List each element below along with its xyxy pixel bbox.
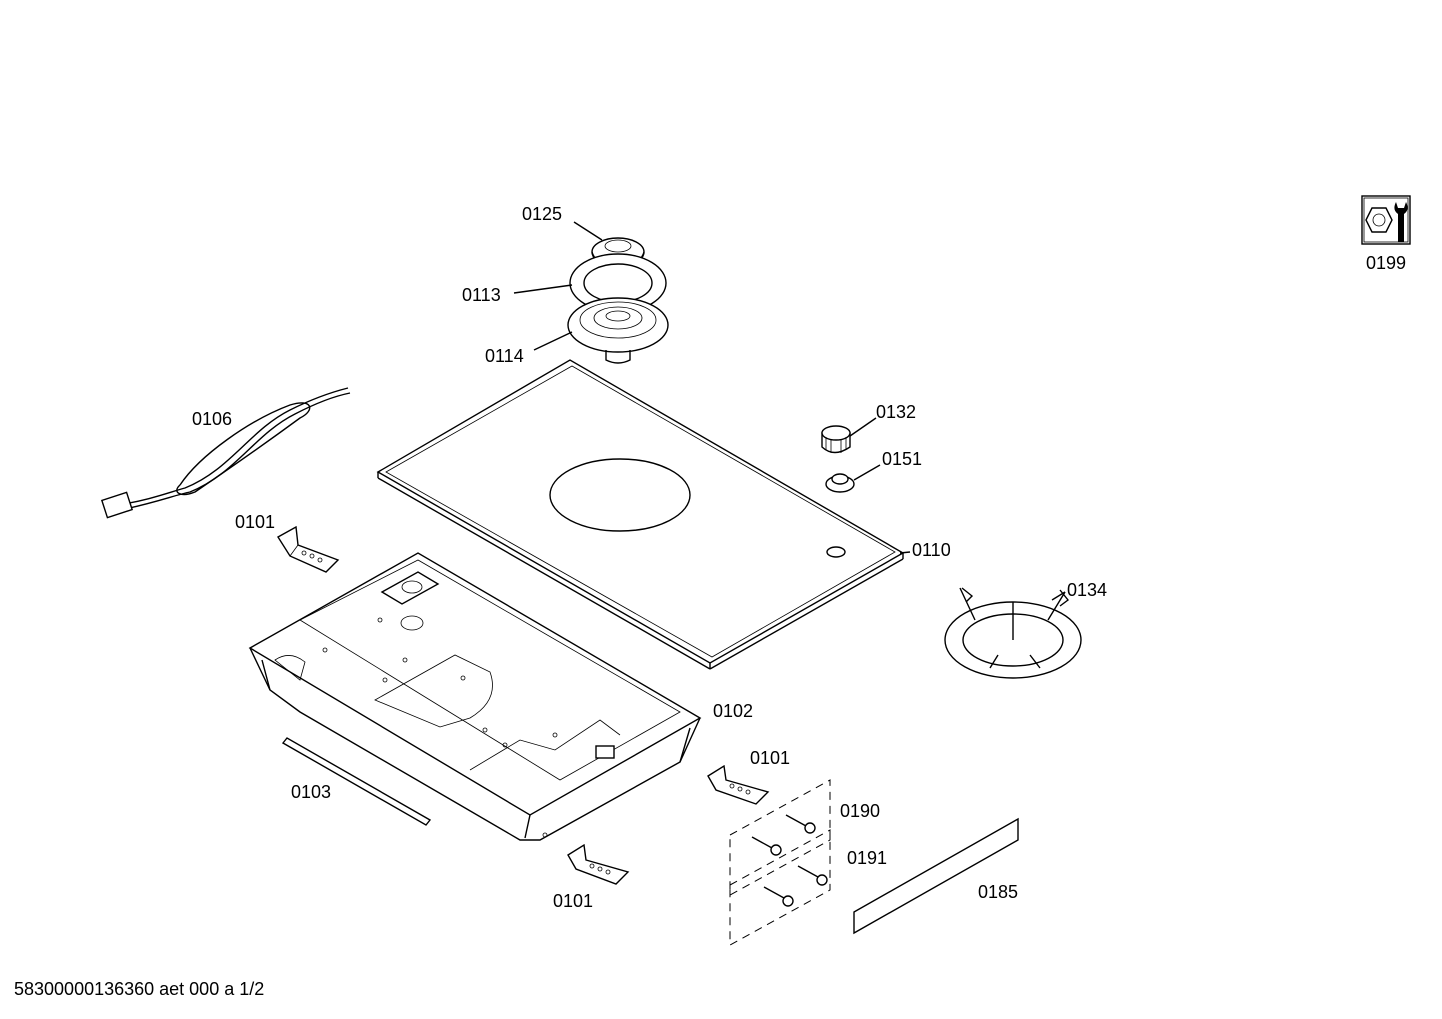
document-footer: 58300000136360 aet 000 a 1/2 [14, 979, 265, 999]
part-0191-screw-set[interactable] [729, 829, 831, 946]
part-0103-gasket-strip[interactable] [281, 737, 432, 826]
callout-0151: 0151 [882, 449, 922, 469]
part-0101-bracket-top[interactable] [277, 525, 340, 573]
part-0185-label-strip[interactable] [853, 817, 1019, 935]
callout-0190: 0190 [840, 801, 880, 821]
leader-lines [513, 221, 1066, 601]
callout-0101-bottom: 0101 [553, 891, 593, 911]
part-0190-screw-set[interactable] [729, 779, 831, 896]
part-0101-bracket-bottom[interactable] [567, 843, 630, 885]
part-0132-control-knob[interactable] [821, 425, 851, 454]
callout-0125: 0125 [522, 204, 562, 224]
callout-0134: 0134 [1067, 580, 1107, 600]
part-0110-glass-top[interactable] [376, 359, 905, 670]
callout-0110: 0110 [912, 540, 951, 560]
callout-0101-middle: 0101 [750, 748, 790, 768]
callout-0114: 0114 [485, 346, 524, 366]
callout-0101-top: 0101 [235, 512, 275, 532]
callout-0132: 0132 [876, 402, 916, 422]
part-0151-knob-ring[interactable] [825, 473, 855, 493]
part-0102-housing-tray[interactable] [248, 552, 702, 841]
callout-0199: 0199 [1366, 253, 1406, 273]
part-0114-burner-body[interactable] [567, 297, 669, 364]
callout-0185: 0185 [978, 882, 1018, 902]
callout-0103: 0103 [291, 782, 331, 802]
part-0134-pan-support[interactable] [944, 587, 1082, 679]
part-0199-tool-icon[interactable] [1361, 195, 1411, 245]
callout-0102: 0102 [713, 701, 753, 721]
callout-0191: 0191 [847, 848, 887, 868]
part-0101-bracket-middle[interactable] [707, 764, 770, 805]
part-0106-power-cable[interactable] [100, 387, 351, 519]
callout-0106: 0106 [192, 409, 232, 429]
callout-0113: 0113 [462, 285, 501, 305]
